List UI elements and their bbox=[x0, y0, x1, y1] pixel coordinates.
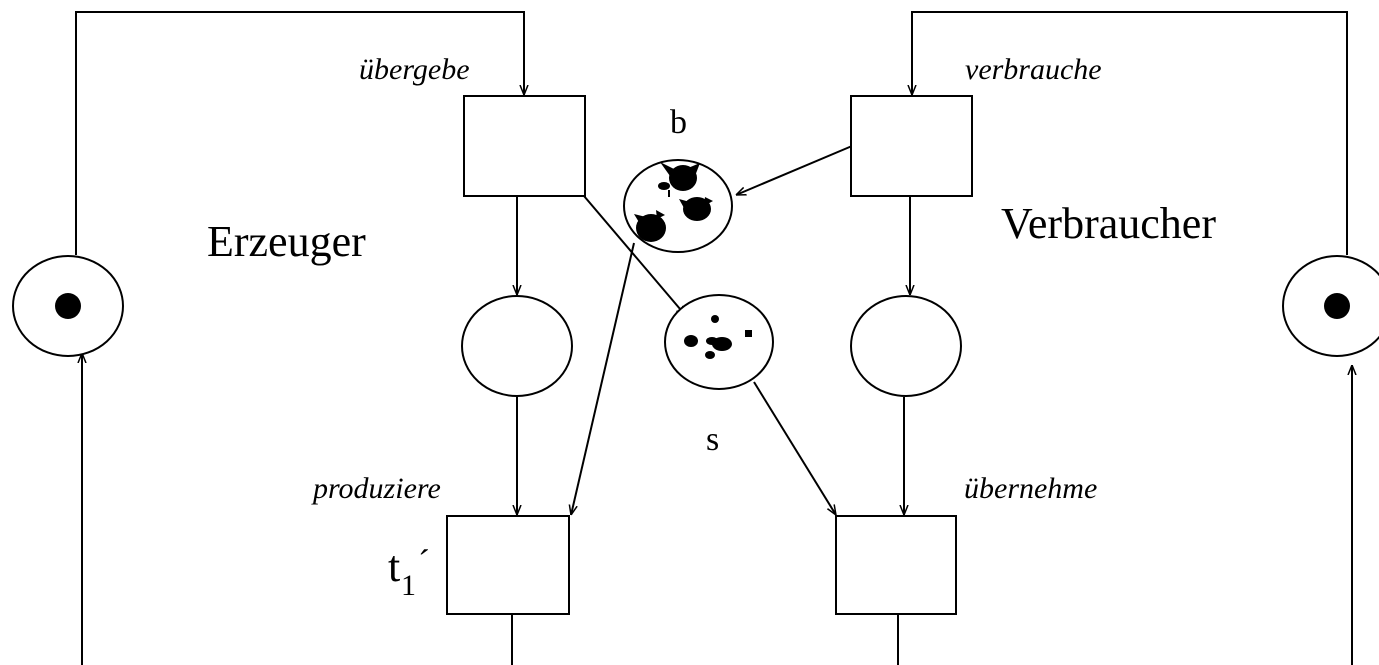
label-uebergebe: übergebe bbox=[359, 53, 470, 86]
label-verbraucher: Verbraucher bbox=[1001, 199, 1216, 248]
label-produziere: produziere bbox=[311, 472, 441, 505]
label-erzeuger: Erzeuger bbox=[207, 217, 366, 266]
transition-uebergebe bbox=[463, 95, 586, 197]
token bbox=[1324, 293, 1350, 319]
tokens-s bbox=[684, 315, 752, 359]
arc-verbraucher-place-to-verbrauche bbox=[912, 11, 1348, 255]
transition-verbrauche bbox=[850, 95, 973, 197]
arc-s-to-uebernehme bbox=[753, 381, 836, 515]
label-transition-t1-prime: t 1 ´ bbox=[388, 542, 430, 602]
arc-b-to-produziere bbox=[571, 242, 635, 515]
erzeuger-loop-arcs bbox=[75, 11, 524, 665]
place-erzeuger-middle bbox=[461, 295, 573, 397]
place-b bbox=[623, 159, 733, 253]
label-place-b: b bbox=[670, 104, 687, 141]
transition-produziere bbox=[446, 515, 570, 615]
token bbox=[55, 293, 81, 319]
tokens-b bbox=[634, 162, 713, 242]
place-verbraucher-middle bbox=[850, 295, 962, 397]
transition-uebernehme bbox=[835, 515, 957, 615]
label-place-s: s bbox=[706, 421, 719, 458]
label-verbrauche: verbrauche bbox=[965, 53, 1102, 86]
buffer-arcs bbox=[571, 145, 853, 515]
label-uebernehme: übernehme bbox=[964, 472, 1097, 505]
place-verbraucher bbox=[1282, 255, 1379, 357]
arc-uebergebe-to-s bbox=[583, 195, 686, 316]
place-s bbox=[664, 294, 774, 390]
place-erzeuger bbox=[12, 255, 124, 357]
label-t-prime: ´ bbox=[418, 542, 430, 582]
arc-verbrauche-to-b bbox=[736, 145, 853, 196]
label-t: t bbox=[388, 542, 400, 591]
verbraucher-loop-arcs bbox=[897, 11, 1352, 665]
label-t-subscript: 1 bbox=[401, 569, 416, 602]
arc-erzeuger-place-to-uebergebe bbox=[75, 11, 524, 255]
